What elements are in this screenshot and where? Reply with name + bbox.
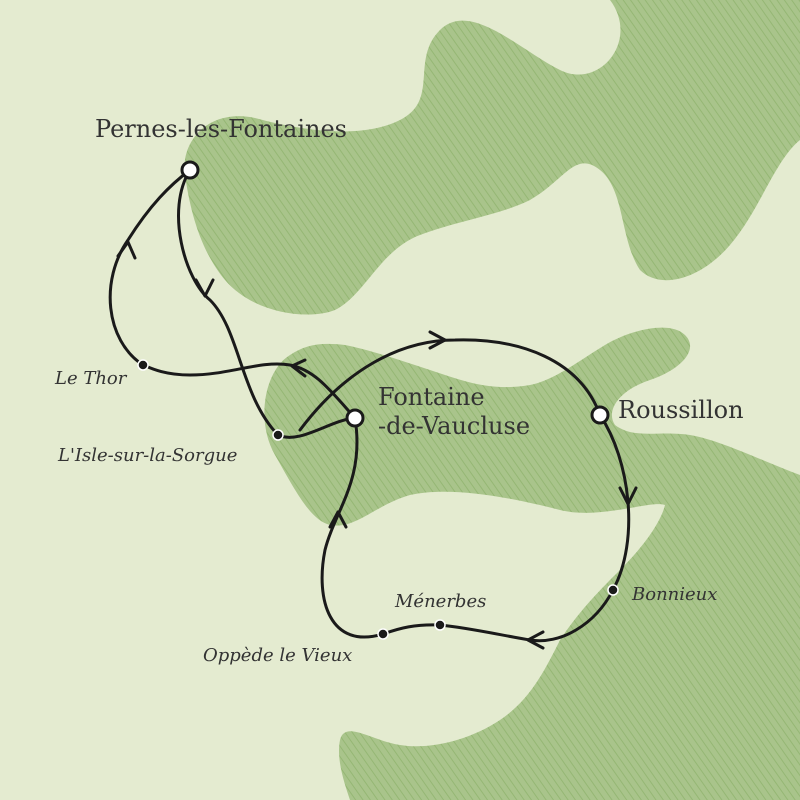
town-label-fontaine-line2: -de-Vaucluse xyxy=(378,412,530,440)
arrow-left-icon xyxy=(526,630,545,650)
arrow-left-icon xyxy=(290,358,307,378)
town-marker-fontaine xyxy=(345,408,365,428)
town-labels: Pernes-les-Fontaines Fontaine -de-Vauclu… xyxy=(54,115,744,666)
town-marker-oppede xyxy=(377,628,389,640)
arrow-up-icon xyxy=(116,240,137,260)
route-leg-pernes-isle xyxy=(177,168,280,437)
town-marker-lethor xyxy=(137,359,149,371)
arrow-down-icon xyxy=(194,278,215,298)
town-marker-bonnieux xyxy=(607,584,619,596)
town-label-oppede: Oppède le Vieux xyxy=(203,645,352,666)
terrain-north xyxy=(184,0,800,315)
town-label-bonnieux: Bonnieux xyxy=(631,584,717,605)
arrow-right-icon xyxy=(428,330,447,350)
town-label-isle: L'Isle-sur-la-Sorgue xyxy=(57,445,237,466)
town-markers xyxy=(137,160,619,640)
town-label-pernes: Pernes-les-Fontaines xyxy=(95,115,347,143)
town-marker-roussillon xyxy=(590,405,610,425)
route-leg-fontaine-roussillon xyxy=(298,338,602,432)
terrain xyxy=(184,0,800,800)
route-leg-oppede-fontaine xyxy=(320,416,385,639)
arrow-up-icon xyxy=(328,510,348,529)
town-label-menerbes: Ménerbes xyxy=(394,591,486,612)
town-marker-isle xyxy=(272,429,284,441)
arrow-down-icon xyxy=(618,486,638,506)
town-label-fontaine-line1: Fontaine xyxy=(378,383,485,411)
town-label-roussillon: Roussillon xyxy=(618,396,744,424)
terrain-south xyxy=(264,327,800,800)
route-leg-fontaine-lethor xyxy=(141,362,357,420)
town-label-lethor: Le Thor xyxy=(54,368,128,389)
town-marker-pernes xyxy=(180,160,200,180)
town-marker-menerbes xyxy=(434,619,446,631)
route-arrows xyxy=(116,240,638,650)
